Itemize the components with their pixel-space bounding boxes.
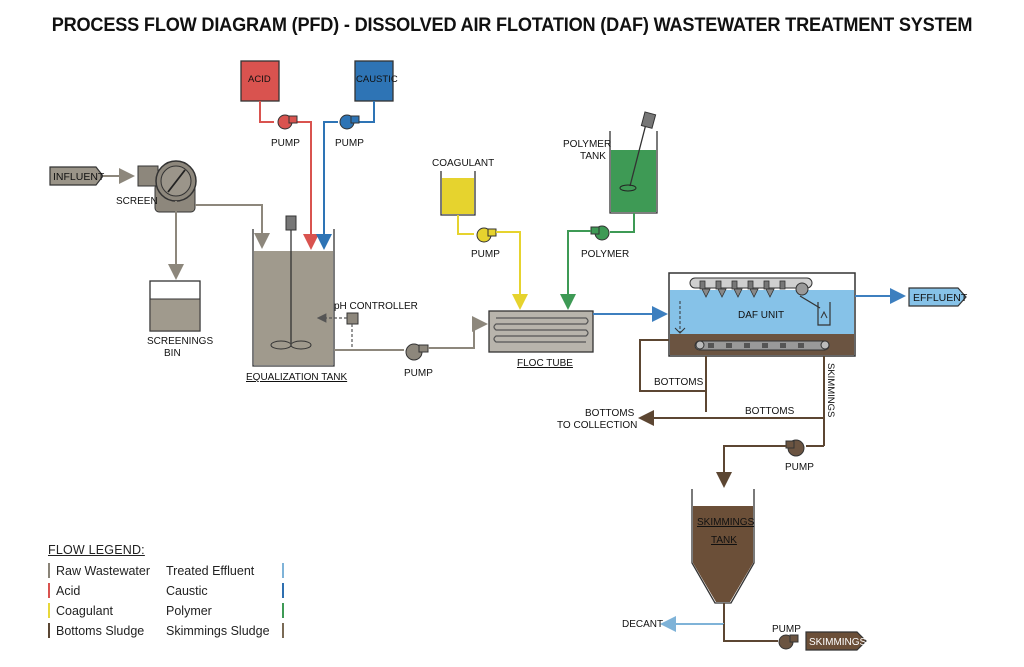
floc-tube-label: FLOC TUBE <box>517 358 573 369</box>
legend-label: Bottoms Sludge <box>56 623 145 638</box>
legend-label: Treated Effluent <box>166 563 255 578</box>
ph-controller-label: pH CONTROLLER <box>334 301 418 312</box>
legend-item-raw-wastewater: Raw Wastewater <box>48 562 166 579</box>
acid-tank: ACID <box>240 60 280 102</box>
legend-title: FLOW LEGEND: <box>48 543 145 557</box>
legend-item-treated-effluent: Treated Effluent <box>166 562 284 579</box>
bottoms-label-2: BOTTOMS <box>745 406 795 417</box>
skimmings-tank <box>691 489 755 604</box>
skimmings-out-pump-label: PUMP <box>772 624 801 635</box>
caustic-line-b <box>316 121 338 250</box>
equalization-tank <box>252 215 335 367</box>
bottoms-to-collection-label: BOTTOMS <box>585 408 635 419</box>
eq-pump-icon <box>405 343 429 361</box>
decant-label: DECANT <box>622 619 663 630</box>
equalization-tank-label: EQUALIZATION TANK <box>246 372 347 383</box>
legend-item-polymer: Polymer <box>166 602 284 619</box>
coagulant-pump-label: PUMP <box>471 249 500 260</box>
coagulant-pump-icon <box>476 227 497 243</box>
polymer-pump-label: POLYMER <box>581 249 629 260</box>
legend-label: Acid <box>56 583 81 598</box>
legend-label: Polymer <box>166 603 212 618</box>
skimmings-pump-icon <box>785 439 805 457</box>
polymer-tank-label-2: TANK <box>580 151 606 162</box>
raw-to-eq-line <box>195 204 270 249</box>
effluent-label: EFFLUENT <box>913 292 968 304</box>
coagulant-tank <box>440 171 476 216</box>
skimmings-pump-label: PUMP <box>785 462 814 473</box>
bottoms-to-collection-label-2: TO COLLECTION <box>557 420 637 431</box>
feed-to-floc-line <box>428 316 488 349</box>
skimmings-to-tank-line <box>716 445 786 488</box>
polymer-tank <box>609 111 658 214</box>
screenings-bin <box>149 280 201 332</box>
acid-line-a <box>259 101 274 123</box>
caustic-pump-label: PUMP <box>335 138 364 149</box>
legend-label: Coagulant <box>56 603 113 618</box>
caustic-pump-icon <box>339 114 360 130</box>
skimmings-label: SKIMMINGS <box>809 637 867 648</box>
legend-label: Caustic <box>166 583 208 598</box>
legend-item-caustic: Caustic <box>166 582 284 599</box>
legend-item-acid: Acid <box>48 582 166 599</box>
legend-label: Skimmings Sludge <box>166 623 270 638</box>
skimmings-tag: SKIMMINGS <box>805 631 867 651</box>
coagulant-label: COAGULANT <box>432 158 494 169</box>
skimmings-tank-label: SKIMMINGS <box>697 517 755 528</box>
polymer-tank-label: POLYMER <box>563 139 611 150</box>
bottoms-recycle-line <box>639 339 706 392</box>
effluent-tag: EFFLUENT <box>908 287 968 307</box>
legend-item-bottoms-sludge: Bottoms Sludge <box>48 622 166 639</box>
legend-label: Raw Wastewater <box>56 563 151 578</box>
polymer-line-a <box>610 213 635 233</box>
eq-pump-label: PUMP <box>404 368 433 379</box>
screenings-bin-label: SCREENINGS <box>147 336 213 347</box>
influent-tag: INFLUENT <box>49 166 105 186</box>
legend-item-skimmings-sludge: Skimmings Sludge <box>166 622 284 639</box>
diagram-title: PROCESS FLOW DIAGRAM (PFD) - DISSOLVED A… <box>51 14 973 36</box>
skimmings-out-line <box>723 624 778 642</box>
bottoms-label-1: BOTTOMS <box>654 377 704 388</box>
skimmings-tank-label-2: TANK <box>711 535 737 546</box>
caustic-tank: CAUSTIC <box>354 60 398 102</box>
influent-label: INFLUENT <box>53 171 105 183</box>
acid-pump-icon <box>277 114 298 130</box>
caustic-line-a <box>356 101 375 123</box>
screen-unit <box>137 160 197 213</box>
floc-tube <box>488 310 594 353</box>
screen-label: SCREEN <box>116 196 158 207</box>
legend-item-coagulant: Coagulant <box>48 602 166 619</box>
flow-legend: FLOW LEGEND: Raw Wastewater Treated Effl… <box>48 543 288 639</box>
daf-unit-label: DAF UNIT <box>738 310 784 321</box>
skimmings-vertical-label: SKIMMINGS <box>825 363 836 417</box>
acid-pump-label: PUMP <box>271 138 300 149</box>
polymer-pump-icon <box>590 225 610 241</box>
acid-line-b <box>296 121 319 250</box>
coagulant-line-b <box>496 231 528 310</box>
ph-controller-icon <box>346 312 359 325</box>
skimmings-out-pump-icon <box>778 634 799 650</box>
polymer-line-b <box>560 230 591 310</box>
acid-label: ACID <box>248 74 271 85</box>
coagulant-line-a <box>457 215 474 235</box>
legend-grid: Raw Wastewater Treated Effluent Acid Cau… <box>48 562 288 639</box>
daf-unit <box>668 272 856 357</box>
screenings-bin-label-2: BIN <box>164 348 181 359</box>
caustic-label: CAUSTIC <box>356 74 398 85</box>
